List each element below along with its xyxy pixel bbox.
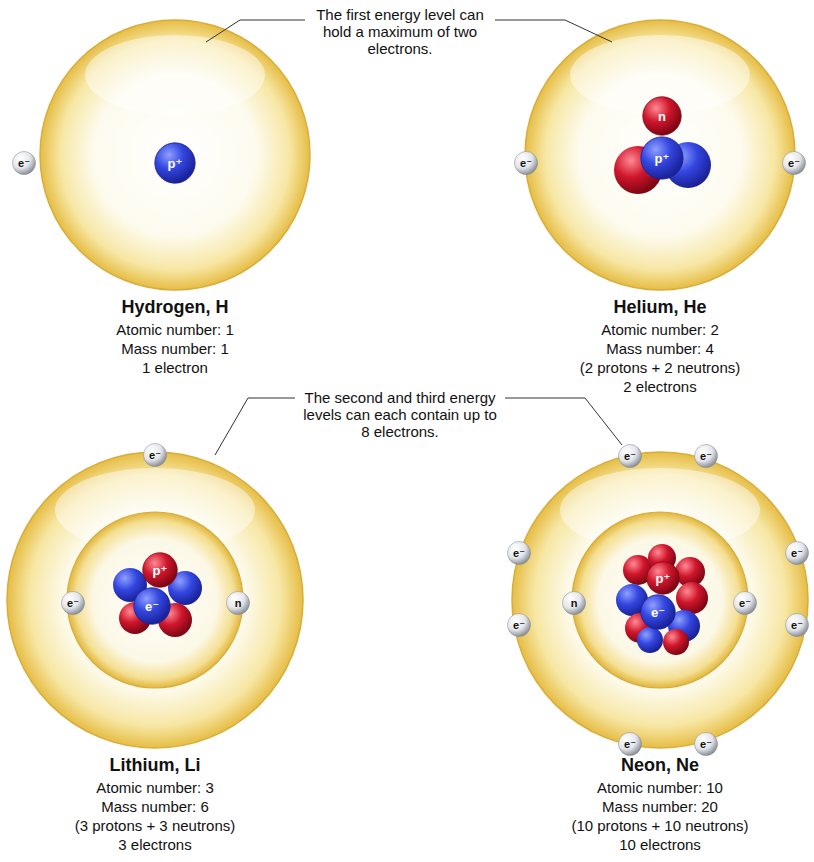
electron-particle: e⁻: [782, 151, 806, 175]
callout-note: The first energy level can hold a maximu…: [311, 6, 489, 57]
proton-particle: p⁺: [640, 136, 684, 180]
neutron-symbol: p⁺: [656, 572, 671, 585]
electron-particle: e⁻: [507, 613, 531, 637]
proton-particle: e⁻: [640, 594, 676, 630]
electron-particle: e⁻: [694, 444, 718, 468]
proton-symbol: e⁻: [145, 600, 159, 613]
atom-detail: Mass number: 4: [515, 339, 805, 358]
neutron-symbol: p⁺: [153, 564, 168, 577]
electron-symbol: e⁻: [513, 620, 525, 631]
atom-detail: 10 electrons: [515, 835, 805, 854]
proton-symbol: p⁺: [168, 157, 183, 170]
atom-detail: 2 electrons: [515, 377, 805, 396]
electron-symbol: e⁻: [788, 158, 800, 169]
atom-detail: (10 protons + 10 neutrons): [515, 816, 805, 835]
electron-symbol: e⁻: [791, 548, 803, 559]
proton-symbol: p⁺: [655, 152, 670, 165]
electron-particle: e⁻: [785, 613, 809, 637]
atom-detail: 3 electrons: [10, 835, 300, 854]
neutron-particle: p⁺: [646, 561, 680, 595]
electron-symbol: e⁻: [739, 598, 751, 609]
electron-symbol: e⁻: [624, 739, 636, 750]
electron-symbol: e⁻: [513, 548, 525, 559]
element-name: Hydrogen, H: [45, 296, 305, 318]
electron-particle: e⁻: [12, 151, 36, 175]
atom-detail: Atomic number: 2: [515, 320, 805, 339]
neutron-symbol: n: [658, 110, 666, 123]
electron-particle: n: [226, 591, 250, 615]
electron-particle: e⁻: [694, 732, 718, 756]
electron-symbol: e⁻: [791, 620, 803, 631]
electron-symbol: n: [235, 598, 242, 609]
electron-particle: e⁻: [618, 732, 642, 756]
electron-particle: e⁻: [61, 591, 85, 615]
atom-detail: Mass number: 20: [515, 797, 805, 816]
element-name: Neon, Ne: [515, 754, 805, 776]
electron-particle: e⁻: [618, 444, 642, 468]
callout-note: The second and third energy levels can e…: [302, 389, 498, 440]
atom-detail: 1 electron: [45, 358, 305, 377]
electron-particle: e⁻: [514, 151, 538, 175]
electron-symbol: e⁻: [149, 450, 161, 461]
atom-detail: Atomic number: 1: [45, 320, 305, 339]
neutron-particle: n: [642, 96, 682, 136]
atom-detail: Mass number: 1: [45, 339, 305, 358]
electron-symbol: e⁻: [624, 451, 636, 462]
neutron-particle: p⁺: [142, 552, 178, 588]
element-name: Helium, He: [515, 296, 805, 318]
electron-particle: e⁻: [785, 541, 809, 565]
electron-symbol: e⁻: [67, 598, 79, 609]
atom-detail: (2 protons + 2 neutrons): [515, 358, 805, 377]
atom-detail: Atomic number: 10: [515, 778, 805, 797]
electron-particle: e⁻: [733, 591, 757, 615]
proton-particle: p⁺: [154, 142, 196, 184]
atom-detail: Mass number: 6: [10, 797, 300, 816]
electron-symbol: e⁻: [520, 158, 532, 169]
nucleus-particles: [113, 142, 711, 655]
electron-particle: n: [562, 591, 586, 615]
proton-particle: e⁻: [133, 587, 171, 625]
electron-symbol: n: [571, 598, 578, 609]
electron-symbol: e⁻: [18, 158, 30, 169]
atom-detail: (3 protons + 3 neutrons): [10, 816, 300, 835]
electron-shells: [7, 20, 808, 748]
proton-symbol: e⁻: [651, 606, 665, 619]
electron-symbol: e⁻: [700, 739, 712, 750]
electron-symbol: e⁻: [700, 451, 712, 462]
electron-particle: e⁻: [507, 541, 531, 565]
element-name: Lithium, Li: [10, 754, 300, 776]
electron-particle: e⁻: [143, 443, 167, 467]
leader-lines: [206, 20, 622, 455]
atom-detail: Atomic number: 3: [10, 778, 300, 797]
